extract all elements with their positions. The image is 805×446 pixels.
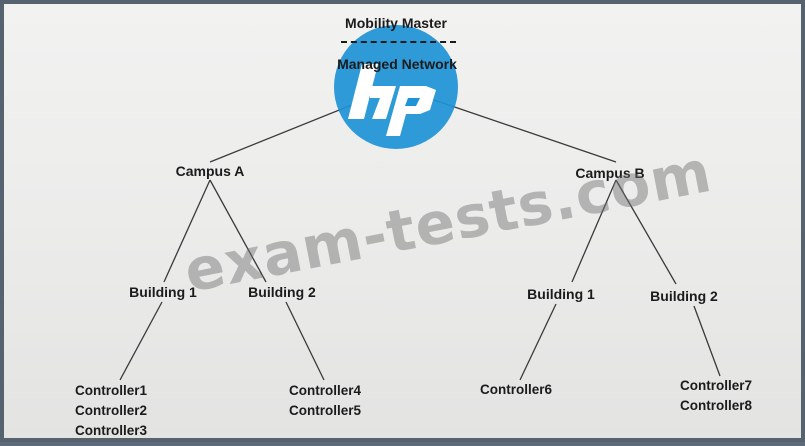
campus-b-building-1: Building 1 [527,286,595,302]
controller-list-a1: Controller1 Controller2 Controller3 [75,381,147,441]
campus-a-building-2: Building 2 [248,284,316,300]
controller-item: Controller3 [74,423,148,438]
root-title: Mobility Master [345,15,447,31]
root-subtitle: Managed Network [337,56,457,72]
edge-building-a1-controllers [119,301,163,381]
hp-logo-icon [334,25,458,149]
controller-item: Controller8 [679,398,753,413]
campus-a-building-1: Building 1 [129,284,197,300]
edge-campus-b-building-2 [615,179,677,285]
edge-campus-b-building-1 [571,179,617,283]
campus-b-building-2: Building 2 [650,288,718,304]
campus-b: Campus B [575,165,645,181]
controller-item: Controller7 [679,378,753,393]
edge-building-b1-controllers [519,303,557,381]
controller-item: Controller5 [288,403,362,418]
edge-building-a2-controllers [285,301,325,381]
controller-item: Controller2 [74,403,148,418]
root-divider [341,41,456,43]
campus-a: Campus A [175,163,245,179]
controller-item: Controller4 [288,383,362,398]
controller-list-b1: Controller6 [480,380,552,400]
edge-building-b2-controllers [693,305,721,377]
controller-item: Controller1 [74,383,148,398]
controller-list-b2: Controller7 Controller8 [680,376,752,416]
edge-campus-a-building-2 [209,179,267,283]
edge-campus-a-building-1 [163,179,211,283]
controller-list-a2: Controller4 Controller5 [289,381,361,421]
controller-item: Controller6 [479,382,553,397]
